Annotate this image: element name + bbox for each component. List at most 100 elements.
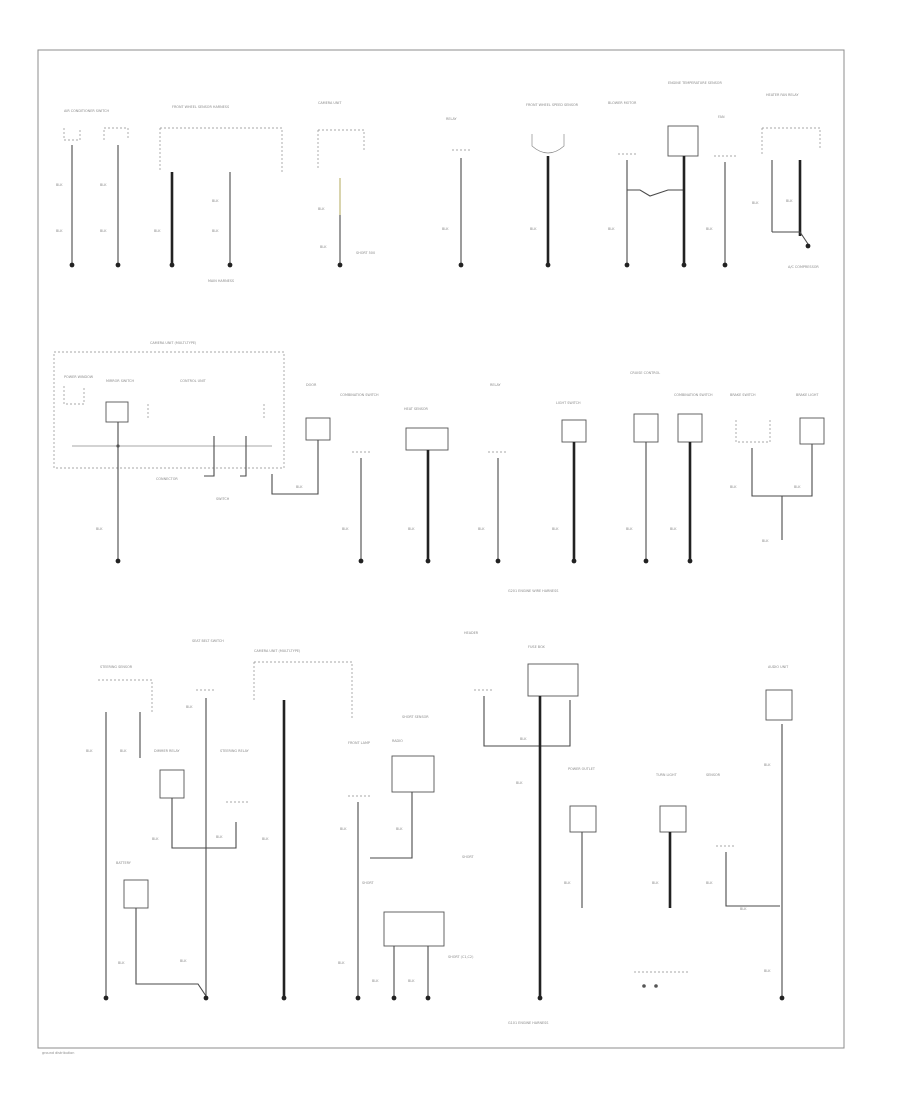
svg-text:BLK: BLK bbox=[786, 199, 793, 203]
label-s1-c1: AIR CONDITIONER SWITCH bbox=[64, 109, 110, 113]
svg-text:HEAT SENSOR: HEAT SENSOR bbox=[404, 407, 429, 411]
svg-text:STEERING RELAY: STEERING RELAY bbox=[220, 749, 250, 753]
svg-text:FRONT LAMP: FRONT LAMP bbox=[348, 741, 370, 745]
svg-text:POWER OUTLET: POWER OUTLET bbox=[568, 767, 596, 771]
svg-text:BLK: BLK bbox=[408, 527, 415, 531]
svg-text:BLK: BLK bbox=[408, 979, 415, 983]
svg-text:RADIO: RADIO bbox=[392, 739, 403, 743]
svg-text:BLK: BLK bbox=[516, 781, 523, 785]
svg-text:BLK: BLK bbox=[626, 527, 633, 531]
svg-text:BLK: BLK bbox=[262, 837, 269, 841]
svg-text:BLK: BLK bbox=[730, 485, 737, 489]
svg-text:BLK: BLK bbox=[152, 837, 159, 841]
svg-text:BLK: BLK bbox=[180, 959, 187, 963]
svg-text:BLK: BLK bbox=[56, 183, 63, 187]
svg-text:BLK: BLK bbox=[752, 201, 759, 205]
svg-text:BRAKE SWITCH: BRAKE SWITCH bbox=[730, 393, 756, 397]
svg-text:LIGHT SWITCH: LIGHT SWITCH bbox=[556, 401, 581, 405]
svg-text:BLK: BLK bbox=[652, 881, 659, 885]
svg-text:BLK: BLK bbox=[442, 227, 449, 231]
note-s3-n2: SHORT (C1,C2) bbox=[448, 955, 474, 959]
section-middle-row: CAMERA UNIT (MULTI-TYPE) POWER WINDOW MI… bbox=[53, 341, 825, 593]
svg-text:CAMERA UNIT (MULTI-TYPE): CAMERA UNIT (MULTI-TYPE) bbox=[254, 649, 301, 653]
svg-text:BLK: BLK bbox=[212, 199, 219, 203]
svg-text:BLK: BLK bbox=[564, 881, 571, 885]
svg-text:SHORT: SHORT bbox=[462, 855, 474, 859]
label-s1-sub9: A/C COMPRESSOR bbox=[788, 265, 819, 269]
label-s1-c5: FRONT WHEEL SPEED SENSOR bbox=[526, 103, 579, 107]
svg-text:BLK: BLK bbox=[318, 207, 325, 211]
svg-text:BLK: BLK bbox=[118, 961, 125, 965]
svg-text:BRAKE LIGHT: BRAKE LIGHT bbox=[796, 393, 819, 397]
svg-text:BLK: BLK bbox=[120, 749, 127, 753]
label-s1-c7: ENGINE TEMPERATURE SENSOR bbox=[668, 81, 722, 85]
section-top-row: AIR CONDITIONER SWITCH FRONT WHEEL SENSO… bbox=[56, 81, 821, 283]
svg-text:DOOR: DOOR bbox=[306, 383, 317, 387]
svg-text:BLK: BLK bbox=[372, 979, 379, 983]
label-s1-c8: FAN bbox=[718, 115, 725, 119]
svg-text:TURN LIGHT: TURN LIGHT bbox=[655, 773, 678, 777]
svg-text:BLK: BLK bbox=[764, 763, 771, 767]
label-s1-c6: BLOWER MOTOR bbox=[608, 101, 637, 105]
svg-text:BLK: BLK bbox=[186, 705, 193, 709]
svg-text:BLK: BLK bbox=[740, 907, 747, 911]
svg-text:BLK: BLK bbox=[520, 737, 527, 741]
svg-text:BLK: BLK bbox=[396, 827, 403, 831]
svg-text:RELAY: RELAY bbox=[490, 383, 502, 387]
svg-text:BLK: BLK bbox=[478, 527, 485, 531]
svg-text:BLK: BLK bbox=[216, 835, 223, 839]
svg-text:SEAT BELT SWITCH: SEAT BELT SWITCH bbox=[192, 639, 224, 643]
label-s2-group: CAMERA UNIT (MULTI-TYPE) bbox=[150, 341, 197, 345]
svg-text:BLK: BLK bbox=[670, 527, 677, 531]
svg-text:DIMMER RELAY: DIMMER RELAY bbox=[154, 749, 181, 753]
svg-text:BATTERY: BATTERY bbox=[116, 861, 132, 865]
svg-text:MIRROR SWITCH: MIRROR SWITCH bbox=[106, 379, 134, 383]
svg-text:HEADER: HEADER bbox=[464, 631, 479, 635]
sub-s2-s2: SWITCH bbox=[216, 497, 230, 501]
note-s1-c3: SHORT 500 bbox=[356, 251, 375, 255]
svg-text:BLK: BLK bbox=[56, 229, 63, 233]
svg-text:AUDIO UNIT: AUDIO UNIT bbox=[768, 665, 789, 669]
sub-s2-s1: CONNECTOR bbox=[156, 477, 178, 481]
svg-text:CRUISE CONTROL: CRUISE CONTROL bbox=[630, 371, 660, 375]
svg-text:BLK: BLK bbox=[96, 527, 103, 531]
svg-text:BLK: BLK bbox=[608, 227, 615, 231]
label-s1-sub2: MAIN HARNESS bbox=[208, 279, 234, 283]
diagram-frame bbox=[37, 49, 845, 1049]
svg-text:BLK: BLK bbox=[86, 749, 93, 753]
svg-text:BLK: BLK bbox=[212, 229, 219, 233]
svg-text:BLK: BLK bbox=[100, 229, 107, 233]
svg-text:BLK: BLK bbox=[100, 183, 107, 187]
svg-text:STEERING SENSOR: STEERING SENSOR bbox=[100, 665, 133, 669]
svg-text:BLK: BLK bbox=[338, 961, 345, 965]
svg-text:BLK: BLK bbox=[764, 969, 771, 973]
svg-text:POWER WINDOW: POWER WINDOW bbox=[64, 375, 94, 379]
svg-text:FUSE BOX: FUSE BOX bbox=[528, 645, 546, 649]
svg-text:SENSOR: SENSOR bbox=[706, 773, 721, 777]
svg-text:COMBINATION SWITCH: COMBINATION SWITCH bbox=[340, 393, 379, 397]
svg-text:BLK: BLK bbox=[762, 539, 769, 543]
svg-text:BLK: BLK bbox=[706, 227, 713, 231]
label-s1-c4: RELAY bbox=[446, 117, 458, 121]
label-s1-c2: FRONT WHEEL SENSOR HARNESS bbox=[172, 105, 229, 109]
bottom-label-s3: G101 ENGINE HARNESS bbox=[508, 1021, 548, 1025]
svg-text:BLK: BLK bbox=[340, 827, 347, 831]
svg-text:BLK: BLK bbox=[706, 881, 713, 885]
section-bottom-row: STEERING SENSOR SEAT BELT SWITCH CAMERA … bbox=[86, 631, 793, 1025]
label-s1-c3: CAMERA UNIT bbox=[318, 101, 342, 105]
svg-text:BLK: BLK bbox=[296, 485, 303, 489]
page-label: ground distribution bbox=[42, 1051, 74, 1055]
svg-text:CONTROL UNIT: CONTROL UNIT bbox=[180, 379, 207, 383]
svg-text:BLK: BLK bbox=[552, 527, 559, 531]
svg-text:BLK: BLK bbox=[320, 245, 327, 249]
svg-text:BLK: BLK bbox=[794, 485, 801, 489]
svg-text:BLK: BLK bbox=[154, 229, 161, 233]
center-label-s2: G201 ENGINE WIRE HARNESS bbox=[508, 589, 558, 593]
label-s1-c9: HEATER FAN RELAY bbox=[766, 93, 799, 97]
svg-text:COMBINATION SWITCH: COMBINATION SWITCH bbox=[674, 393, 713, 397]
svg-text:BLK: BLK bbox=[530, 227, 537, 231]
note-s3-n1: SHORT bbox=[362, 881, 374, 885]
svg-text:BLK: BLK bbox=[342, 527, 349, 531]
svg-text:SHORT SENSOR: SHORT SENSOR bbox=[402, 715, 429, 719]
